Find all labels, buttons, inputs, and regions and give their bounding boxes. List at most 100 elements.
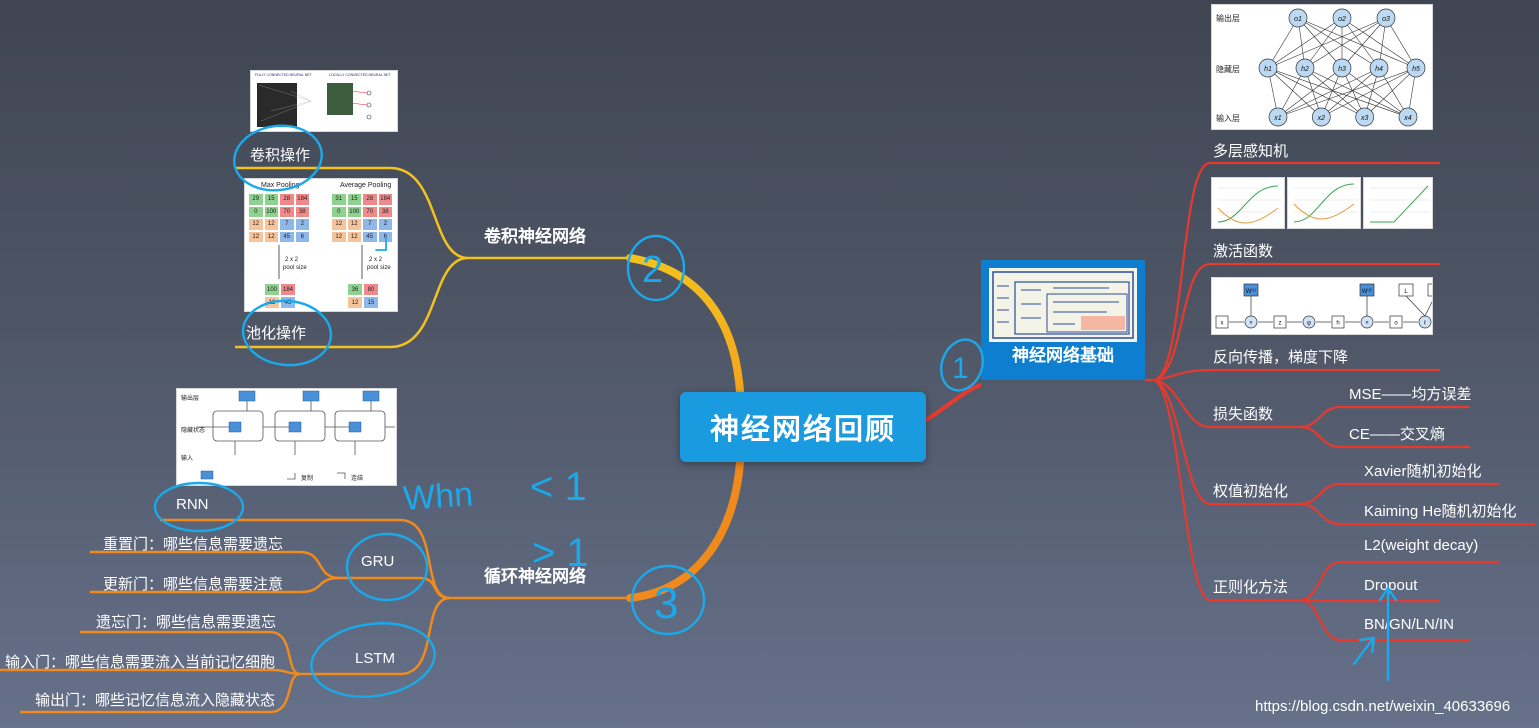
bp-top-node: W⁽¹⁾ [1243,283,1259,316]
conv-figure: FULLY CONNECTED NEURAL NET LOCALLY CONNE… [250,70,398,132]
pool-size-right-top: 2 x 2 [369,257,383,263]
bp-top-node: y [1424,283,1432,317]
label-reg[interactable]: 正则化方法 [1213,579,1289,596]
pool-cell: 15 [346,193,362,206]
svg-text:h: h [1336,321,1339,327]
label-backprop[interactable]: 反向传播，梯度下降 [1213,349,1349,366]
watermark-url: https://blog.csdn.net/weixin_40633696 [1255,698,1511,715]
pool-cell: 38 [377,205,393,218]
pool-cell: 70 [279,205,295,218]
topic-rnn[interactable]: 循环神经网络 [484,567,586,586]
pool-cell: 0 [331,205,347,218]
pool-size-right-bottom: pool size [367,265,391,271]
label-reg-dropout[interactable]: Dropout [1364,577,1418,594]
svg-text:x3: x3 [1360,115,1369,122]
pool-cell: 12 [248,218,264,231]
label-lstm[interactable]: LSTM [355,650,396,667]
pool-cell: 12 [263,218,279,231]
label-loss-ce[interactable]: CE——交叉熵 [1349,426,1445,443]
label-loss[interactable]: 损失函数 [1213,406,1274,423]
label-init-xavier[interactable]: Xavier随机初始化 [1364,463,1482,480]
svg-text:×: × [1249,321,1253,327]
label-lstm-input[interactable]: 输入门：哪些信息需要流入当前记忆细胞 [5,654,276,671]
label-gru-update[interactable]: 更新门：哪些信息需要注意 [103,576,284,593]
pool-cell: 29 [248,193,264,206]
pool-cell: 184 [294,193,310,206]
label-pool[interactable]: 池化操作 [246,325,307,342]
label-conv[interactable]: 卷积操作 [250,147,311,164]
svg-text:o1: o1 [1294,16,1302,23]
handwriting-tick-pool [375,237,387,251]
mlp-edge [1267,67,1409,118]
label-init[interactable]: 权值初始化 [1213,483,1289,500]
svg-text:×: × [1365,321,1369,327]
mlp-edge [1277,67,1417,118]
pool-cell: 36 [347,283,363,296]
mlp-edge [1341,17,1380,69]
mlp-edge [1385,17,1417,69]
pool-cell: 28 [279,193,295,206]
conv-fig-left-title: FULLY CONNECTED NEURAL NET [255,73,312,77]
pool-size-left-top: 2 x 2 [285,257,299,263]
handwriting-lt: < 1 [530,465,587,509]
mlp-edge [1341,17,1417,69]
svg-text:x2: x2 [1317,115,1326,122]
label-activation[interactable]: 激活函数 [1213,243,1274,260]
mlp-output-label: 输出层 [1216,14,1240,23]
bp-top-node: W⁽²⁾ [1359,283,1375,316]
pool-cell: 45 [362,230,378,243]
pool-cell: 184 [377,193,393,206]
label-lstm-output[interactable]: 输出门：哪些记忆信息流入隐藏状态 [35,692,276,709]
label-lstm-forget[interactable]: 遗忘门：哪些信息需要遗忘 [96,614,277,631]
ai-ml-dl-sketch [989,268,1137,342]
pool-cell: 80 [363,283,379,296]
label-loss-mse[interactable]: MSE——均方误差 [1349,386,1472,403]
conv-fig-right-title: LOCALLY CONNECTED NEURAL NET [329,73,391,77]
bp-top-node: L [1398,283,1426,317]
circle-pool [241,299,333,367]
label-rnn[interactable]: RNN [176,496,209,513]
pool-cell: 28 [362,193,378,206]
mlp-node: h1 [1258,58,1278,78]
label-mlp[interactable]: 多层感知机 [1213,143,1289,160]
pool-cell: 12 [346,230,362,243]
handwriting-w: Whn [402,475,474,518]
mlp-node: x2 [1311,107,1331,127]
rnn-fig-hidden-label: 隐藏状态 [181,428,206,434]
mlp-edge [1267,17,1299,69]
label-gru-reset[interactable]: 重置门：哪些信息需要遗忘 [103,536,284,553]
pool-cell: 31 [331,193,347,206]
pool-cell: 70 [362,205,378,218]
mlp-edge [1321,67,1380,118]
label-init-kaiming[interactable]: Kaiming He随机初始化 [1364,503,1517,520]
svg-text:o: o [1394,321,1398,327]
label-reg-norm[interactable]: BN/GN/LN/IN [1364,616,1455,633]
mlp-edge [1304,67,1365,118]
label-gru[interactable]: GRU [361,553,395,570]
center-topic[interactable]: 神经网络回顾 [680,392,926,462]
num-1: 1 [952,352,969,385]
rnn-fig-output-label: 输出层 [181,396,200,402]
mlp-edge [1267,17,1387,69]
mlp-edge [1304,17,1387,69]
svg-text:h1: h1 [1264,66,1272,73]
pool-cell: 12 [347,296,363,309]
pool-cell: 100 [264,283,280,296]
topic-nn-basics[interactable]: 神经网络基础 [981,260,1145,380]
svg-text:x1: x1 [1273,115,1282,122]
circle-num-3 [630,564,706,636]
circle-lstm [310,622,436,698]
svg-text:h5: h5 [1412,66,1420,73]
mlp-edge [1364,67,1417,118]
mlp-hidden-label: 隐藏层 [1216,65,1240,74]
svg-text:L: L [1404,289,1408,295]
svg-text:o2: o2 [1338,16,1346,23]
topic-nn-basics-title: 神经网络基础 [1012,346,1114,365]
label-reg-l2[interactable]: L2(weight decay) [1364,537,1479,554]
topic-cnn[interactable]: 卷积神经网络 [484,227,586,246]
mlp-edge [1341,17,1387,69]
mlp-edge [1297,17,1380,69]
svg-text:h3: h3 [1338,66,1346,73]
